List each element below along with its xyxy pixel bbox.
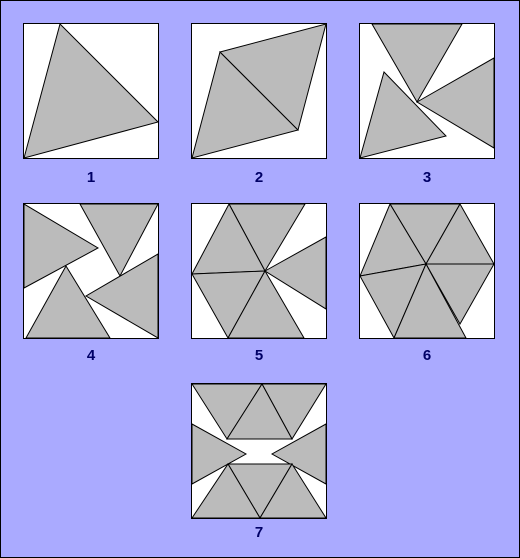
equilateral-triangle: [25, 265, 111, 338]
tiling-drawing-4: [24, 204, 158, 338]
equilateral-triangle: [371, 24, 463, 104]
equilateral-triangle: [270, 423, 326, 485]
tiling-drawing-2: [192, 24, 326, 158]
tiling-square-7: [191, 383, 327, 519]
figure-label-1: 1: [86, 169, 96, 186]
equilateral-triangle: [24, 24, 158, 158]
equilateral-triangle: [85, 253, 158, 338]
tiling-drawing-3: [360, 24, 494, 158]
tiling-drawing-7: [192, 384, 326, 518]
figure-label-4: 4: [86, 347, 96, 364]
tiling-drawing-6: [360, 204, 494, 338]
tiling-square-1: [23, 23, 159, 159]
equilateral-triangle: [192, 463, 261, 518]
tiling-square-4: [23, 203, 159, 339]
tiling-square-3: [359, 23, 495, 159]
equilateral-triangle: [227, 269, 305, 338]
equilateral-triangle: [192, 423, 248, 485]
tiling-square-2: [191, 23, 327, 159]
equilateral-triangle: [226, 384, 293, 440]
equilateral-triangle: [360, 71, 447, 158]
equilateral-triangle: [219, 24, 326, 131]
tiling-drawing-5: [192, 204, 326, 338]
figure-label-6: 6: [422, 347, 432, 364]
equilateral-triangle: [24, 204, 100, 289]
figure-label-3: 3: [422, 169, 432, 186]
equilateral-triangle: [416, 57, 494, 149]
figure-label-7: 7: [254, 524, 264, 541]
figure-label-2: 2: [254, 169, 264, 186]
equilateral-triangle: [393, 262, 467, 338]
equilateral-triangle: [259, 463, 326, 518]
tiling-drawing-1: [24, 24, 158, 158]
tiling-square-5: [191, 203, 327, 339]
equilateral-triangle: [79, 204, 158, 278]
equilateral-triangle: [264, 236, 326, 310]
equilateral-triangle: [425, 263, 494, 326]
figure-label-5: 5: [254, 347, 264, 364]
tiling-square-6: [359, 203, 495, 339]
